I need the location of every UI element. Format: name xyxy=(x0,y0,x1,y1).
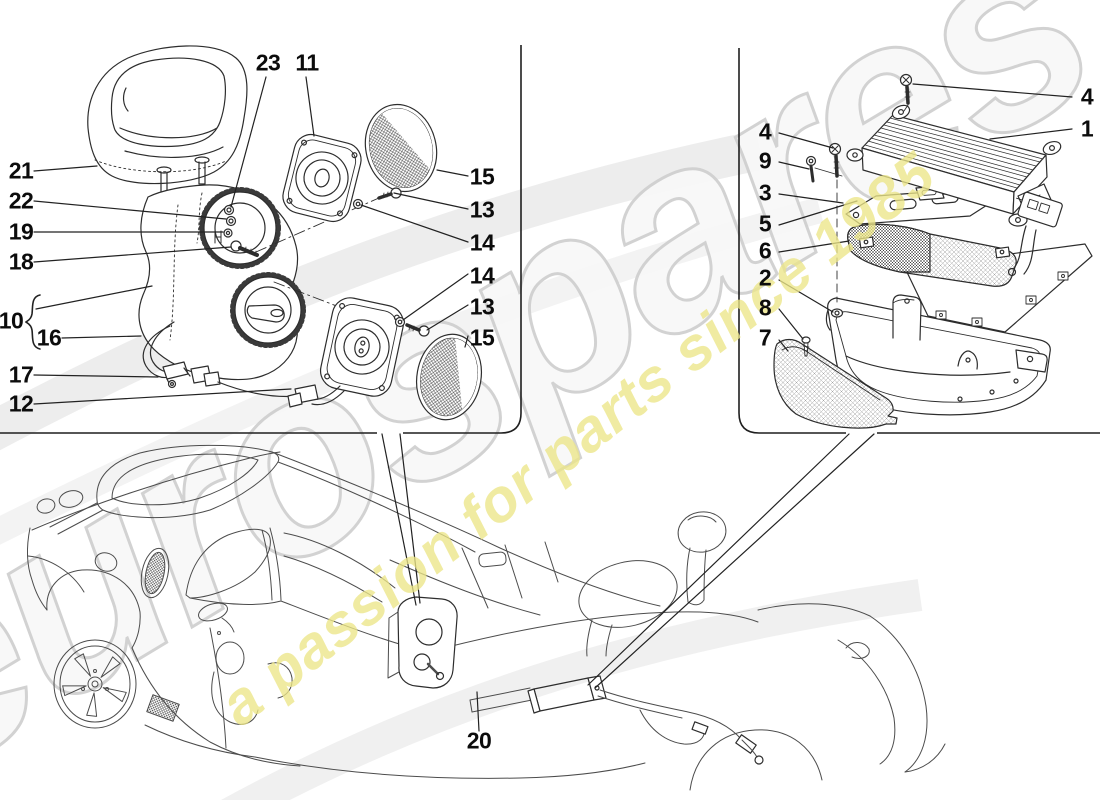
part-callout-1: 1 xyxy=(1080,115,1094,142)
part-callout-7: 7 xyxy=(758,324,772,351)
part-callout-17: 17 xyxy=(8,361,34,388)
part-callout-4-right: 4 xyxy=(1080,83,1094,110)
part-callout-2: 2 xyxy=(758,264,772,291)
part-callout-8: 8 xyxy=(758,294,772,321)
tagline-watermark-text: a passion for parts since 1985 xyxy=(207,139,948,738)
part-callout-14-upper: 14 xyxy=(469,229,495,256)
part-callout-3: 3 xyxy=(758,179,772,206)
part-callout-15-upper: 15 xyxy=(469,163,495,190)
part-callout-9: 9 xyxy=(758,147,772,174)
part-callout-10: 10 xyxy=(0,307,24,334)
part-callout-4-left: 4 xyxy=(758,118,772,145)
part-callout-20: 20 xyxy=(466,727,492,754)
headrest-speaker-assembly-art xyxy=(87,45,484,421)
part-callout-11: 11 xyxy=(295,49,319,76)
part-callout-14-lower: 14 xyxy=(469,262,495,289)
part-callout-16: 16 xyxy=(36,324,62,351)
part-callout-12: 12 xyxy=(8,390,34,417)
part-callout-6: 6 xyxy=(758,237,772,264)
part-callout-13-upper: 13 xyxy=(469,196,495,223)
part-callout-5: 5 xyxy=(758,210,772,237)
part-callout-13-lower: 13 xyxy=(469,293,495,320)
part-callout-22: 22 xyxy=(8,187,34,214)
callout-leader-lines xyxy=(24,76,1073,405)
part-callout-18: 18 xyxy=(8,248,34,275)
part-callout-19: 19 xyxy=(8,218,34,245)
amplifier-assembly-art xyxy=(773,73,1093,429)
part-callout-21: 21 xyxy=(8,157,34,184)
part-callout-15-lower: 15 xyxy=(469,324,495,351)
panel-borders xyxy=(0,45,1100,434)
part-callout-23: 23 xyxy=(255,49,281,76)
